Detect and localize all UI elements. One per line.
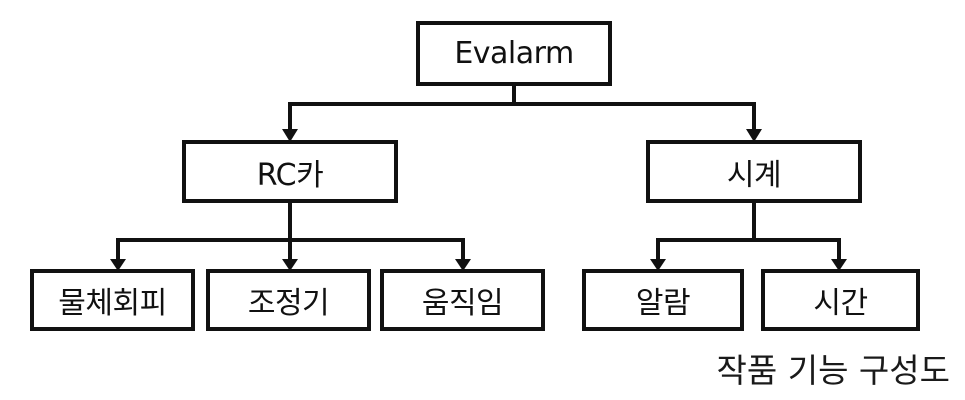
node-alarm: 알람 (582, 269, 744, 331)
arrowhead-movement (455, 259, 471, 271)
edge-rc-car-movement (288, 238, 465, 264)
arrowhead-clock (746, 129, 762, 142)
edge-rc-car-obstacle (116, 201, 292, 264)
node-root: Evalarm (416, 21, 612, 86)
node-obstacle-avoidance: 물체회피 (30, 269, 195, 331)
node-controller: 조정기 (206, 269, 371, 331)
arrowhead-control (282, 259, 298, 271)
edge-clock-alarm (656, 201, 756, 264)
edge-root-clock (512, 102, 756, 134)
node-movement: 움직임 (380, 269, 545, 331)
node-clock: 시계 (646, 140, 862, 203)
arrowhead-time (831, 259, 847, 271)
arrowhead-obstacle (110, 259, 126, 271)
node-time: 시간 (761, 269, 920, 331)
arrowhead-alarm (650, 259, 666, 271)
node-rc-car: RC카 (182, 140, 398, 203)
edge-clock-time (752, 238, 841, 264)
edge-root-rc-car (288, 84, 516, 134)
arrowhead-rc-car (282, 129, 298, 142)
diagram-caption: 작품 기능 구성도 (716, 351, 951, 390)
